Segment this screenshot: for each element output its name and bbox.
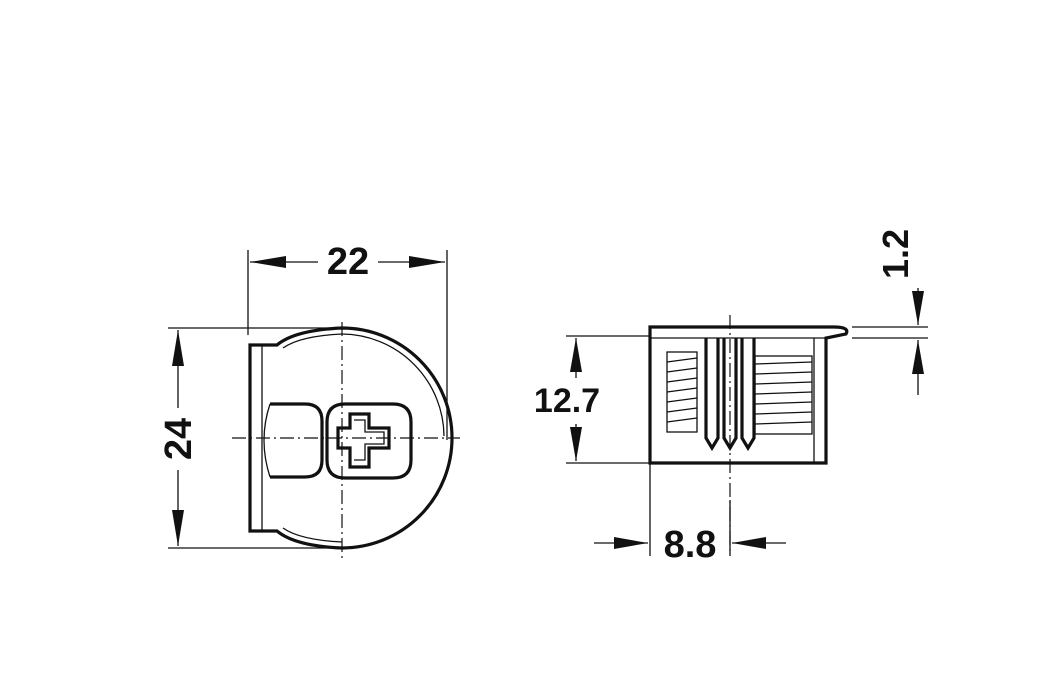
dimension-24: 24 <box>158 418 200 460</box>
dimension-8-8: 8.8 <box>664 524 717 566</box>
dimension-1-2: 1.2 <box>875 229 916 279</box>
dimension-22: 22 <box>327 241 369 283</box>
side-view <box>566 288 928 556</box>
front-view <box>168 250 460 560</box>
rib-group-right <box>754 355 813 435</box>
rib-group-left <box>666 351 698 433</box>
dimension-12-7: 12.7 <box>534 382 600 420</box>
